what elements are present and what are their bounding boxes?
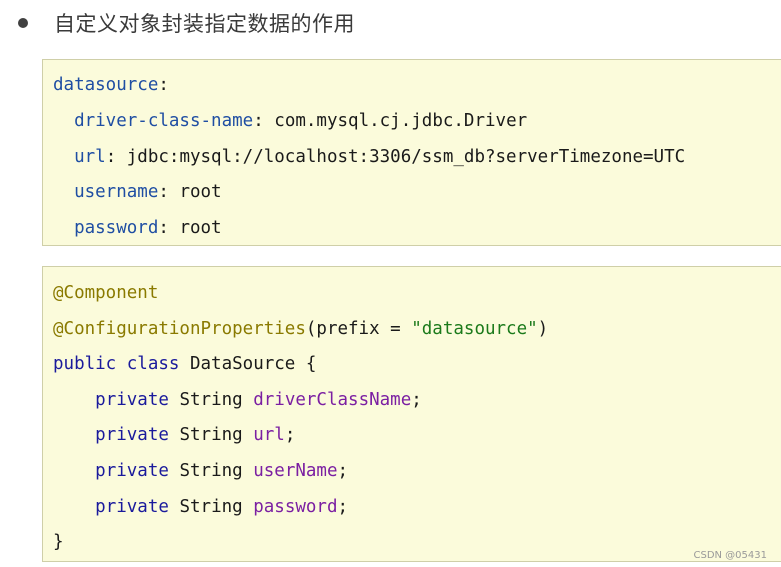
yaml-line-url: url: jdbc:mysql://localhost:3306/ssm_db?… bbox=[74, 147, 686, 167]
yaml-code-block: datasource: driver-class-name: com.mysql… bbox=[42, 59, 781, 246]
bullet-icon bbox=[18, 18, 28, 28]
java-line-field-driver: private String driverClassName; bbox=[95, 390, 422, 410]
java-line-class-decl: public class DataSource { bbox=[53, 354, 317, 374]
java-code-block: @Component @ConfigurationProperties(pref… bbox=[42, 266, 781, 562]
java-line-close-brace: } bbox=[53, 532, 64, 552]
java-line-field-password: private String password; bbox=[95, 497, 349, 517]
java-line-config-props: @ConfigurationProperties(prefix = "datas… bbox=[53, 319, 549, 339]
yaml-line-username: username: root bbox=[74, 182, 222, 202]
watermark: CSDN @05431 bbox=[693, 550, 767, 561]
heading-text: 自定义对象封装指定数据的作用 bbox=[54, 12, 355, 36]
yaml-line-datasource: datasource: bbox=[53, 75, 169, 95]
yaml-line-driver: driver-class-name: com.mysql.cj.jdbc.Dri… bbox=[74, 111, 528, 131]
java-line-field-username: private String userName; bbox=[95, 461, 349, 481]
yaml-line-password: password: root bbox=[74, 218, 222, 238]
section-heading: 自定义对象封装指定数据的作用 bbox=[14, 6, 355, 40]
java-line-component: @Component bbox=[53, 283, 159, 303]
java-line-field-url: private String url; bbox=[95, 425, 296, 445]
